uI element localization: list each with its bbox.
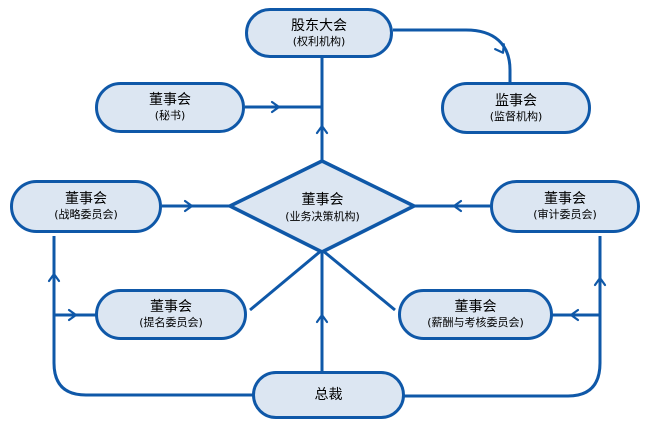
node-title: 董事会: [65, 191, 107, 207]
connector-board-remuneration: [321, 248, 396, 312]
node-title: 董事会: [150, 299, 192, 315]
node-subtitle: (监督机构): [489, 109, 543, 123]
connector-president-audit-loop: [403, 236, 602, 398]
node-subtitle: (秘书): [154, 109, 186, 122]
node-subtitle: (提名委员会): [139, 316, 203, 329]
node-subtitle: (战略委员会): [54, 208, 118, 221]
node-title: 监事会: [495, 92, 537, 109]
arrow-up-icon: [593, 276, 607, 287]
node-title: 董事会: [544, 191, 586, 207]
node-nomination: 董事会 (提名委员会): [95, 289, 247, 340]
node-title: 股东大会: [291, 17, 347, 34]
node-strategy: 董事会 (战略委员会): [10, 180, 162, 233]
node-president: 总裁: [252, 371, 405, 419]
node-remuneration: 董事会 (薪酬与考核委员会): [398, 289, 553, 340]
arrow-up-icon: [47, 272, 61, 283]
node-shareholders: 股东大会 (权利机构): [245, 8, 393, 58]
arrow-left-icon: [569, 308, 580, 322]
connector-president-strategy-loop: [52, 236, 254, 397]
node-subtitle: (权利机构): [292, 34, 346, 48]
node-title: 总裁: [314, 386, 343, 403]
connector-board-nomination: [249, 248, 323, 312]
node-title: 董事会: [301, 191, 344, 208]
node-audit: 董事会 (审计委员会): [490, 180, 640, 233]
arrow-up-icon: [315, 313, 329, 324]
arrow-right-icon: [183, 199, 194, 213]
node-board-label: 董事会 (业务决策机构): [240, 178, 405, 236]
arrow-right-icon: [67, 308, 78, 322]
node-subtitle: (业务决策机构): [285, 209, 360, 223]
arrow-left-icon: [452, 199, 463, 213]
node-board-diamond: [228, 159, 416, 254]
connector-shareholders-supervisory: [393, 28, 512, 84]
node-title: 董事会: [454, 299, 497, 315]
node-title: 董事会: [149, 92, 191, 108]
arrow-right-icon: [270, 100, 281, 114]
node-subtitle: (薪酬与考核委员会): [427, 316, 524, 329]
node-supervisory: 监事会 (监督机构): [441, 82, 591, 134]
arrow-up-icon: [315, 124, 329, 135]
node-subtitle: (审计委员会): [533, 208, 597, 221]
node-secretary: 董事会 (秘书): [95, 82, 245, 133]
arrow-down-icon: [494, 43, 505, 54]
